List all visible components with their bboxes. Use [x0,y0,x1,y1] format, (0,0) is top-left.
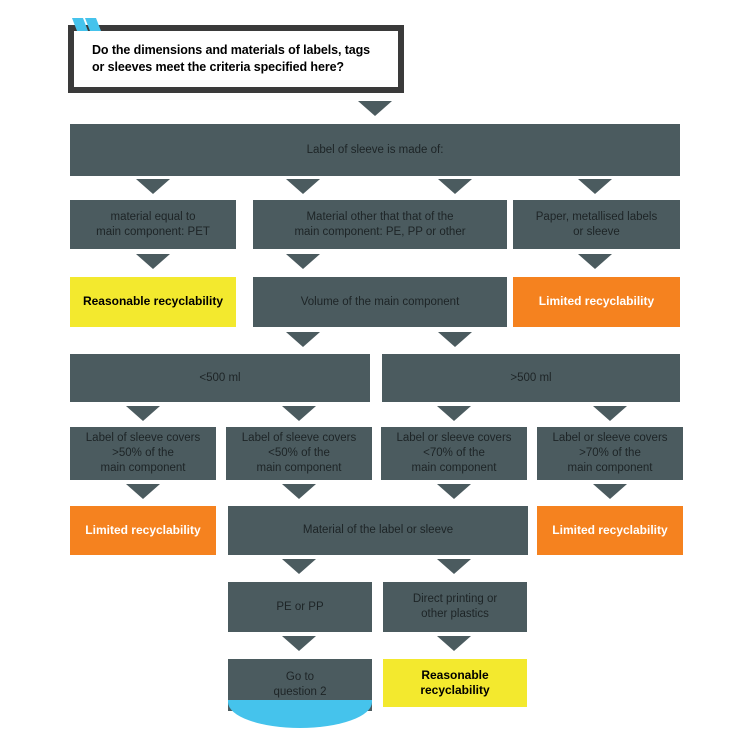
node-material-other[interactable]: Material other that that of the main com… [253,200,507,249]
node-direct-printing[interactable]: Direct printing or other plastics [383,582,527,632]
node-material-of-label[interactable]: Material of the label or sleeve [228,506,528,555]
connector-arrow [438,332,472,347]
node-material-paper[interactable]: Paper, metallised labels or sleeve [513,200,680,249]
node-result-reasonable-2[interactable]: Reasonable recyclability [383,659,527,707]
connector-arrow [136,254,170,269]
node-pe-or-pp[interactable]: PE or PP [228,582,372,632]
node-result-reasonable-1[interactable]: Reasonable recyclability [70,277,236,327]
connector-arrow [136,179,170,194]
connector-arrow [437,484,471,499]
node-label: Reasonable recyclability [420,667,490,697]
node-label: Volume of the main component [300,295,460,308]
connector-arrow [282,484,316,499]
node-label: Label of sleeve is made of: [306,143,444,156]
node-label: Label of sleeve covers >50% of the main … [85,432,201,474]
node-label: <500 ml [199,371,241,384]
connector-arrow [282,559,316,574]
node-label: >500 ml [510,371,552,384]
connector-arrow [358,101,392,116]
node-volume-under-500[interactable]: <500 ml [70,354,370,402]
cyan-double-chevron-icon [72,18,101,31]
connector-arrow [282,406,316,421]
node-label: PE or PP [276,600,324,613]
connector-arrow [437,559,471,574]
connector-arrow [578,179,612,194]
connector-arrow [437,406,471,421]
node-label: Go to question 2 [273,671,327,698]
node-material-pet[interactable]: material equal to main component: PET [70,200,236,249]
node-result-limited-1[interactable]: Limited recyclability [513,277,680,327]
node-volume-over-500[interactable]: >500 ml [382,354,680,402]
node-label: material equal to main component: PET [96,210,210,238]
question-header-box: Do the dimensions and materials of label… [68,25,404,93]
connector-arrow [126,406,160,421]
node-label: Limited recyclability [85,522,201,537]
node-result-limited-3[interactable]: Limited recyclability [537,506,683,555]
node-label: Direct printing or other plastics [412,593,498,620]
node-label: Limited recyclability [538,294,655,309]
node-coverage-over-50[interactable]: Label of sleeve covers >50% of the main … [70,427,216,480]
connector-arrow [286,179,320,194]
node-label: Material of the label or sleeve [302,524,454,537]
node-coverage-over-70[interactable]: Label or sleeve covers >70% of the main … [537,427,683,480]
node-label-material[interactable]: Label of sleeve is made of: [70,124,680,176]
node-volume-main-component[interactable]: Volume of the main component [253,277,507,327]
node-result-limited-2[interactable]: Limited recyclability [70,506,216,555]
connector-arrow [437,636,471,651]
node-coverage-under-70[interactable]: Label or sleeve covers <70% of the main … [381,427,527,480]
connector-arrow [286,332,320,347]
connector-arrow [593,484,627,499]
node-label: Limited recyclability [552,522,668,537]
connector-arrow [438,179,472,194]
question-header-text: Do the dimensions and materials of label… [92,43,371,74]
node-label: Material other that that of the main com… [294,210,466,238]
node-label: Label or sleeve covers >70% of the main … [552,432,668,474]
node-label: Reasonable recyclability [82,294,224,309]
node-label: Label of sleeve covers <50% of the main … [241,432,357,474]
cyan-ribbon-accent [228,700,372,728]
connector-arrow [578,254,612,269]
node-label: Label or sleeve covers <70% of the main … [396,432,512,474]
node-label: Paper, metallised labels or sleeve [535,210,658,238]
node-coverage-under-50[interactable]: Label of sleeve covers <50% of the main … [226,427,372,480]
connector-arrow [282,636,316,651]
connector-arrow [126,484,160,499]
connector-arrow [593,406,627,421]
connector-arrow [286,254,320,269]
